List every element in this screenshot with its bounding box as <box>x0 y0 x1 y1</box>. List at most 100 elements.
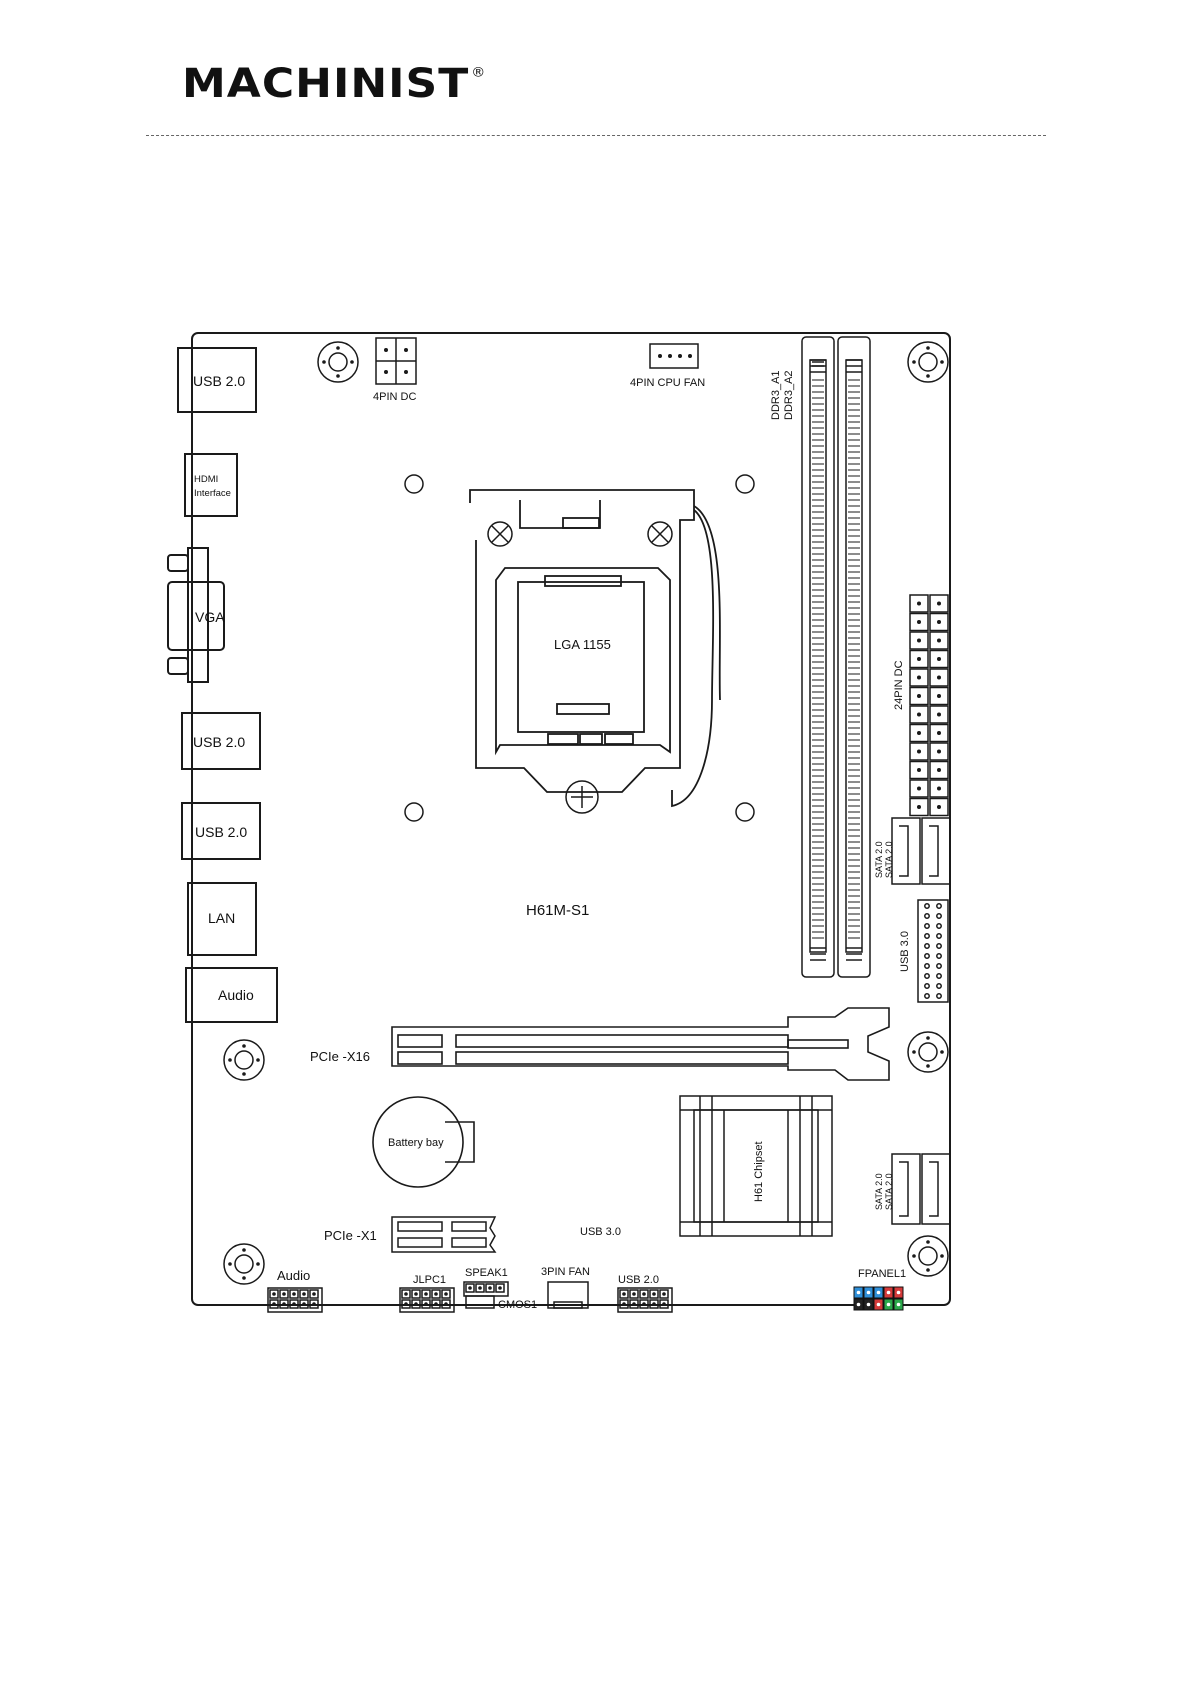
pin24-dot <box>917 750 921 754</box>
audio-header-pin <box>292 1302 296 1306</box>
jlpc1-header-pin <box>444 1302 448 1306</box>
fpanel1-pin-dot <box>877 1303 881 1307</box>
speak1-header-pin <box>478 1286 482 1290</box>
label-pcie-x16: PCIe -X16 <box>310 1049 370 1064</box>
label-board-model: H61M-S1 <box>526 902 589 919</box>
pin24-dot <box>937 787 941 791</box>
usb30-pin <box>937 954 941 958</box>
jlpc1-header-pin <box>424 1292 428 1296</box>
label-battery: Battery bay <box>388 1137 444 1149</box>
audio-header-pin <box>272 1292 276 1296</box>
usb30-pin <box>925 974 929 978</box>
board-outline <box>192 333 950 1305</box>
label-chipset: H61 Chipset <box>753 1141 765 1202</box>
usb30-pin <box>937 964 941 968</box>
jlpc1-header-pin <box>414 1302 418 1306</box>
label-io-usb-mid2: USB 2.0 <box>195 824 247 840</box>
cmos1-jumper <box>466 1296 494 1308</box>
usb20-header-pin <box>632 1292 636 1296</box>
audio-header <box>268 1288 322 1312</box>
pin24-dot <box>937 731 941 735</box>
fpanel1-pin-dot <box>897 1291 901 1295</box>
pin24-dot <box>917 805 921 809</box>
pin24-dot <box>917 620 921 624</box>
usb30-pin <box>925 954 929 958</box>
usb20-header-pin <box>622 1302 626 1306</box>
audio-header-pin <box>312 1292 316 1296</box>
jlpc1-header-pin <box>404 1292 408 1296</box>
speak1-header-pin <box>498 1286 502 1290</box>
label-speak1: SPEAK1 <box>465 1267 508 1279</box>
usb20-header-pin <box>642 1292 646 1296</box>
usb30-pin <box>937 904 941 908</box>
speak1-header <box>464 1282 508 1296</box>
usb30-pin <box>925 914 929 918</box>
audio-header-pin <box>302 1292 306 1296</box>
pin24-dot <box>937 676 941 680</box>
usb30-pin <box>937 984 941 988</box>
usb20-header-pin <box>662 1292 666 1296</box>
usb30-pin <box>925 994 929 998</box>
usb30-pin <box>937 994 941 998</box>
label-io-usb-mid1: USB 2.0 <box>193 734 245 750</box>
pin24-dot <box>917 657 921 661</box>
pcie-x1-slot <box>392 1217 495 1252</box>
usb30-pin <box>925 934 929 938</box>
fpanel1-pin-dot <box>887 1303 891 1307</box>
usb30-shroud <box>918 900 948 1002</box>
usb30-pin <box>937 914 941 918</box>
label-sata-top-1: SATA 2.0 <box>874 841 884 878</box>
label-sata-bottom-2: SATA 2.0 <box>884 1173 894 1210</box>
fpanel1-header <box>854 1287 903 1310</box>
audio-header-pin <box>272 1302 276 1306</box>
pcie-x16-slot <box>392 1008 889 1080</box>
label-io-audio: Audio <box>218 987 254 1003</box>
label-io-vga: VGA <box>195 609 225 625</box>
pin24-dot <box>937 750 941 754</box>
jlpc1-header-pin <box>434 1302 438 1306</box>
pin24-dot <box>937 805 941 809</box>
label-usb20-header: USB 2.0 <box>618 1274 659 1286</box>
audio-header-pin <box>302 1302 306 1306</box>
usb30-pin <box>925 944 929 948</box>
pin24-dot <box>917 768 921 772</box>
pin24-dot <box>937 602 941 606</box>
label-fan3pin: 3PIN FAN <box>541 1266 590 1278</box>
fpanel1-pin-dot <box>887 1291 891 1295</box>
usb20-header-pin <box>642 1302 646 1306</box>
label-io-usb-top: USB 2.0 <box>193 373 245 389</box>
pin24-dot <box>917 602 921 606</box>
label-io-hdmi-1: HDMI <box>194 474 218 485</box>
label-sata-top-2: SATA 2.0 <box>884 841 894 878</box>
usb20-header-pin <box>622 1292 626 1296</box>
fpanel1-pin-dot <box>857 1303 861 1307</box>
connector-cpu-fan-pins <box>658 354 692 358</box>
pin24-dot <box>937 768 941 772</box>
pin24-dot <box>917 713 921 717</box>
pin24-dot <box>917 731 921 735</box>
usb30-pin <box>937 934 941 938</box>
usb20-header <box>618 1288 672 1312</box>
label-cpu-fan: 4PIN CPU FAN <box>630 377 705 389</box>
jlpc1-header-pin <box>434 1292 438 1296</box>
label-io-hdmi-2: Interface <box>194 488 231 499</box>
usb20-header-pin <box>652 1302 656 1306</box>
label-4pin-dc: 4PIN DC <box>373 391 416 403</box>
ddr3-slot-pins <box>812 380 860 938</box>
jlpc1-header-pin <box>424 1302 428 1306</box>
label-ddr-a2: DDR3_A2 <box>783 370 795 420</box>
ddr-latch-icon <box>810 360 862 960</box>
usb30-pin <box>937 944 941 948</box>
label-usb30-right: USB 3.0 <box>899 931 911 972</box>
jlpc1-header-pin <box>444 1292 448 1296</box>
jlpc1-header-pin <box>414 1292 418 1296</box>
usb30-pin <box>937 974 941 978</box>
label-pcie-x1: PCIe -X1 <box>324 1228 377 1243</box>
label-jlpc1: JLPC1 <box>413 1274 446 1286</box>
connector-24pin-dc <box>910 595 948 816</box>
label-sata-bottom-1: SATA 2.0 <box>874 1173 884 1210</box>
fpanel1-pin-dot <box>877 1291 881 1295</box>
pin24-dot <box>937 639 941 643</box>
pin24-dot <box>937 713 941 717</box>
label-cmos1: CMOS1 <box>498 1299 537 1311</box>
